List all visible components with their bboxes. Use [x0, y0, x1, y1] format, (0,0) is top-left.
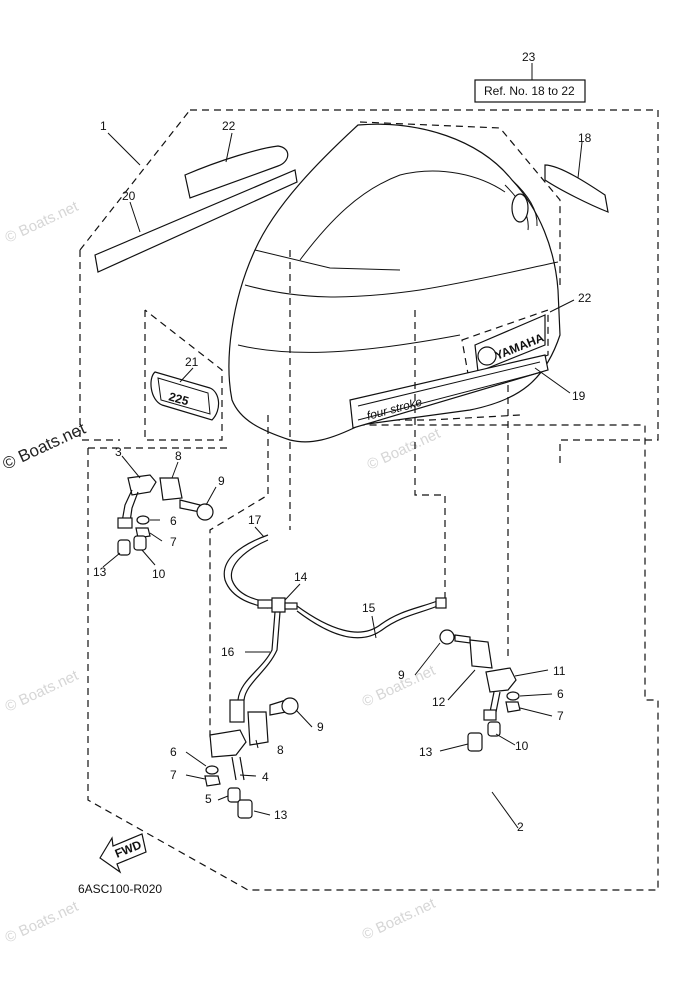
callout-6-center: 6 [170, 745, 177, 759]
callout-7-left: 7 [170, 535, 177, 549]
callout-7-right: 7 [557, 709, 564, 723]
reference-text: Ref. No. 18 to 22 [484, 84, 575, 98]
watermark: © Boats.net [3, 667, 82, 716]
callout-7-center: 7 [170, 768, 177, 782]
callout-labels: 1 2 3 4 5 6 6 6 7 7 7 8 8 9 9 9 10 10 11… [93, 50, 592, 834]
callout-8-left: 8 [175, 449, 182, 463]
callout-4: 4 [262, 770, 269, 784]
callout-10-left: 10 [152, 567, 166, 581]
callout-9-left: 9 [218, 474, 225, 488]
callout-3: 3 [115, 445, 122, 459]
callout-11: 11 [553, 664, 566, 678]
watermark: © Boats.net [3, 198, 82, 247]
callout-13-center: 13 [274, 808, 288, 822]
emblem-225: 225 [150, 371, 220, 421]
callout-19: 19 [572, 389, 586, 403]
callout-13-left: 13 [93, 565, 107, 579]
callout-18: 18 [578, 131, 592, 145]
callout-5: 5 [205, 792, 212, 806]
callout-22-top: 22 [222, 119, 236, 133]
callout-15: 15 [362, 601, 376, 615]
watermark: © Boats.net [360, 895, 439, 944]
callout-17: 17 [248, 513, 262, 527]
hose-routing-center [414, 310, 446, 600]
callout-10-right: 10 [515, 739, 529, 753]
hose-routing-left2 [209, 415, 269, 740]
callout-12: 12 [432, 695, 446, 709]
decal-22-top [184, 145, 289, 199]
watermark: © Boats.net [365, 425, 444, 474]
decal-20-strip [94, 169, 298, 273]
callout-14: 14 [294, 570, 308, 584]
watermark: © Boats.net [3, 898, 82, 947]
callout-9-center: 9 [317, 720, 324, 734]
callout-9-right: 9 [398, 668, 405, 682]
callout-1: 1 [100, 119, 107, 133]
callout-16: 16 [221, 645, 235, 659]
callout-6-left: 6 [170, 514, 177, 528]
decal-18 [544, 164, 609, 213]
fwd-arrow: FWD [99, 833, 147, 874]
callout-13-right: 13 [419, 745, 433, 759]
callout-23: 23 [522, 50, 536, 64]
reference-box: Ref. No. 18 to 22 [474, 79, 586, 103]
callout-8-center: 8 [277, 743, 284, 757]
emblem-boundary [144, 309, 223, 441]
leader-lines [102, 63, 583, 829]
emblem-number: 225 [167, 389, 190, 408]
callout-20: 20 [122, 189, 136, 203]
callout-6-right: 6 [557, 687, 564, 701]
left-bracket-group [117, 474, 214, 556]
hose-assembly [223, 534, 447, 723]
diagram-code: 6ASC100-R020 [78, 882, 162, 896]
callout-2: 2 [517, 820, 524, 834]
callout-22-right: 22 [578, 291, 592, 305]
callout-21: 21 [185, 355, 199, 369]
right-bracket-group [439, 629, 521, 752]
center-bracket-group [204, 697, 299, 819]
watermark-main: © Boats.net [0, 419, 89, 474]
group-1-boundary [79, 109, 659, 465]
